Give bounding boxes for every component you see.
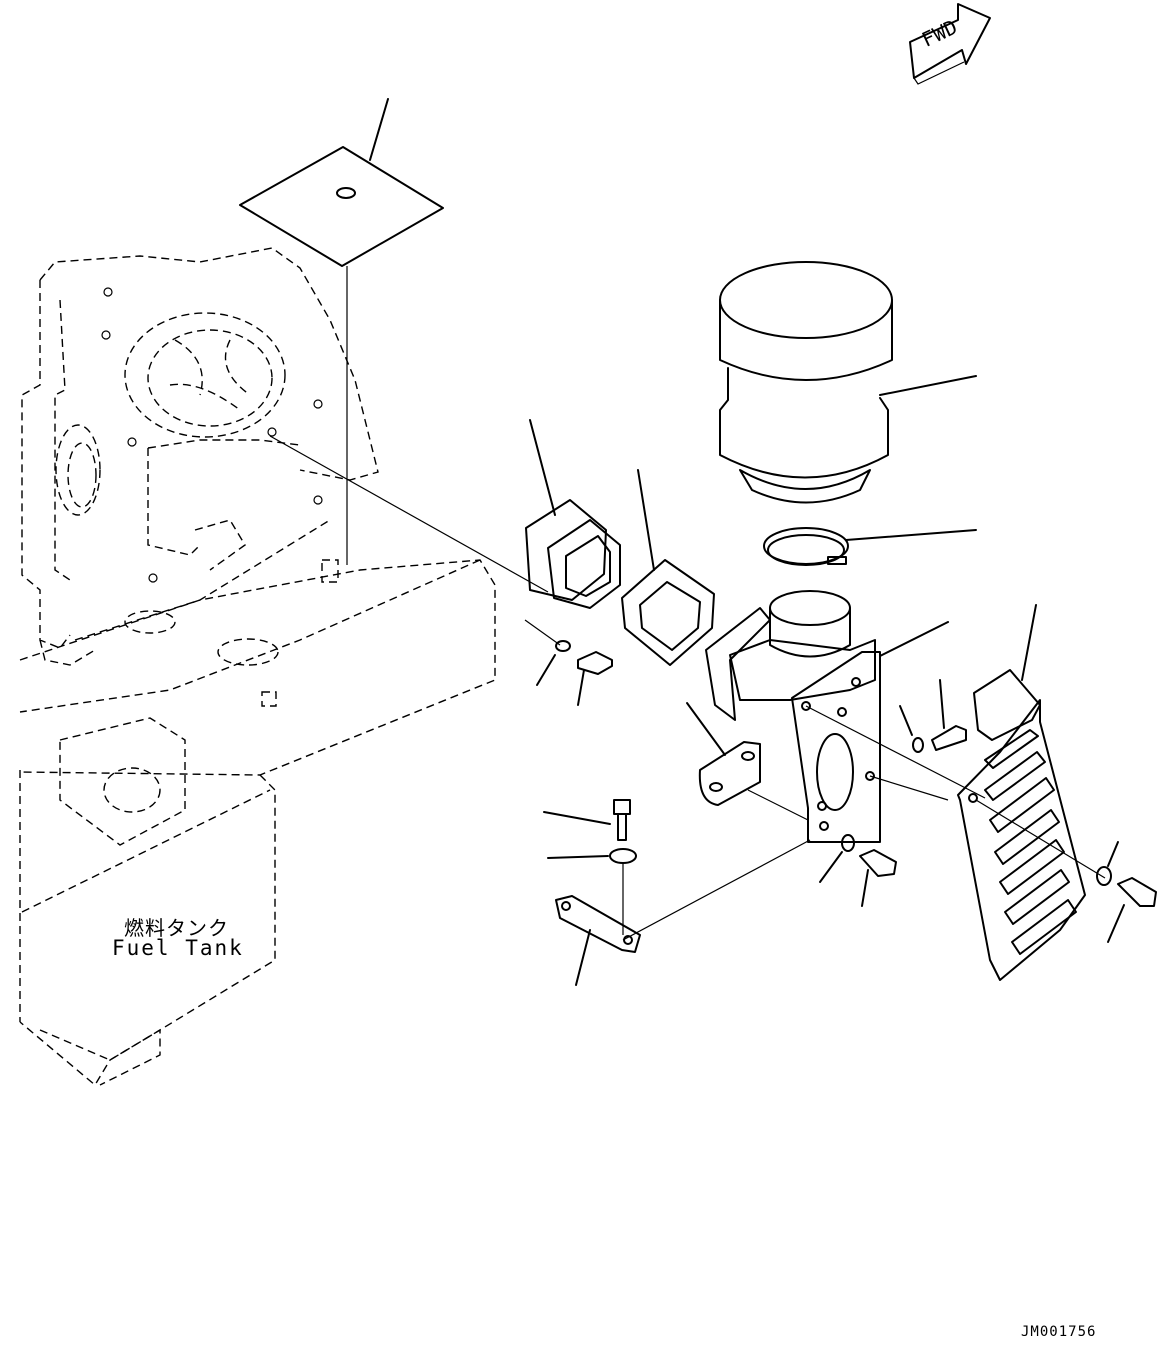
fan-shroud-assembly bbox=[21, 247, 549, 666]
drawing-number: JM001756 bbox=[1021, 1324, 1097, 1340]
cover-bolt-washer bbox=[1096, 841, 1157, 943]
clamp-band bbox=[763, 527, 977, 566]
fuel-tank-label-ja: 燃料タンク bbox=[124, 916, 229, 940]
duct-seal-upper bbox=[524, 419, 621, 706]
fwd-arrow-icon bbox=[909, 3, 991, 85]
air-cleaner bbox=[719, 261, 977, 504]
inlet-elbow-bracket bbox=[705, 590, 986, 843]
lower-mounting-hardware bbox=[543, 799, 811, 986]
square-gasket bbox=[621, 469, 715, 666]
fuel-tank bbox=[19, 559, 496, 1087]
elbow-bolt-washer bbox=[819, 679, 967, 907]
fuel-tank-label-en: Fuel Tank bbox=[112, 936, 244, 960]
support-bracket bbox=[686, 702, 809, 821]
louver-cover bbox=[957, 604, 1106, 981]
gasket-plate bbox=[239, 98, 444, 565]
